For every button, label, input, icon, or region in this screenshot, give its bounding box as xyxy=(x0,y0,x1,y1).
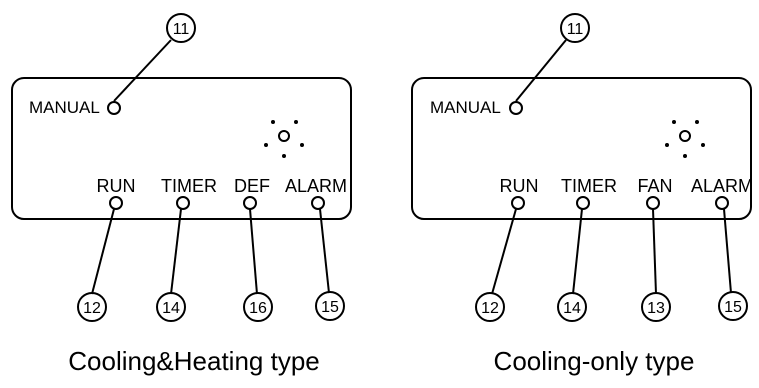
sensor-dots xyxy=(665,120,705,158)
callout-circle-alarm xyxy=(718,291,748,321)
sensor-dots xyxy=(264,120,304,158)
timer-lamp xyxy=(576,196,590,210)
callout-number-run: 12 xyxy=(481,300,499,317)
leader-line-timer xyxy=(572,208,583,295)
fan-lamp xyxy=(646,196,660,210)
panel-body xyxy=(11,77,352,220)
run-lamp xyxy=(511,196,525,210)
leader-line-alarm xyxy=(319,208,330,294)
def-lamp xyxy=(243,196,257,210)
leader-line-run xyxy=(91,208,115,295)
callout-number-alarm: 15 xyxy=(321,299,339,316)
caption-cooling-only: Cooling-only type xyxy=(494,346,695,376)
run-lamp xyxy=(109,196,123,210)
leader-line-run xyxy=(491,208,517,295)
panel-cooling-only-text: 11 MANUAL RUN TIMER FAN ALARM 12 14 13 1… xyxy=(430,21,753,376)
def-label: DEF xyxy=(234,176,270,196)
callout-circle-manual xyxy=(560,13,590,43)
alarm-label: ALARM xyxy=(691,176,753,196)
callout-number-timer: 14 xyxy=(563,300,581,317)
callout-number-timer: 14 xyxy=(162,300,180,317)
callout-number-def: 16 xyxy=(249,300,267,317)
callout-number-run: 12 xyxy=(83,300,101,317)
sensor-ring xyxy=(679,130,691,142)
timer-label: TIMER xyxy=(161,176,217,196)
leader-line-manual xyxy=(113,39,172,102)
manual-lamp xyxy=(509,101,523,115)
timer-lamp xyxy=(176,196,190,210)
run-label: RUN xyxy=(97,176,136,196)
panel-cooling-heating-text: 11 MANUAL RUN TIMER DEF ALARM 12 14 16 1… xyxy=(29,21,347,376)
manual-label: MANUAL xyxy=(29,98,100,117)
callout-circle-def xyxy=(243,292,273,322)
callout-circle-manual xyxy=(166,13,196,43)
fan-label: FAN xyxy=(637,176,672,196)
manual-label: MANUAL xyxy=(430,98,501,117)
callout-circle-run xyxy=(77,292,107,322)
timer-label: TIMER xyxy=(561,176,617,196)
leader-line-fan xyxy=(652,208,657,295)
sensor-ring xyxy=(278,130,290,142)
leader-line-manual xyxy=(515,39,567,102)
callout-circle-run xyxy=(475,292,505,322)
leader-line-alarm xyxy=(723,208,732,294)
run-label: RUN xyxy=(500,176,539,196)
callout-circle-timer xyxy=(557,292,587,322)
panel-cooling-heating xyxy=(11,13,352,322)
caption-cooling-heating: Cooling&Heating type xyxy=(68,346,320,376)
callout-circle-alarm xyxy=(315,291,345,321)
leader-line-def xyxy=(249,208,258,295)
callout-number-fan: 13 xyxy=(647,300,665,317)
manual-lamp xyxy=(107,101,121,115)
callout-circle-fan xyxy=(641,292,671,322)
panel-cooling-only xyxy=(411,13,752,322)
alarm-lamp xyxy=(311,196,325,210)
alarm-label: ALARM xyxy=(285,176,347,196)
alarm-lamp xyxy=(715,196,729,210)
callout-number-manual: 11 xyxy=(173,21,190,38)
callout-number-alarm: 15 xyxy=(724,299,742,316)
callout-circle-timer xyxy=(156,292,186,322)
callout-number-manual: 11 xyxy=(567,21,584,38)
leader-line-timer xyxy=(170,208,182,295)
